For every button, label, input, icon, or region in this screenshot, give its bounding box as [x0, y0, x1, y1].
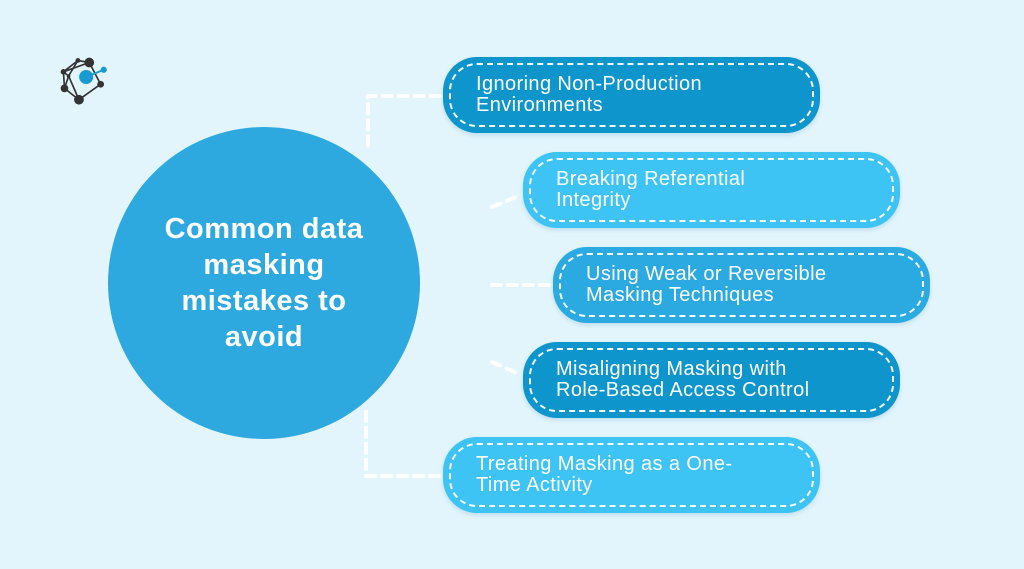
mistake-pill-5: Treating Masking as a One- Time Activity	[443, 437, 820, 513]
network-graph-logo-icon	[60, 57, 107, 105]
connector-to-mistake-5	[364, 410, 442, 478]
mistake-label-5: Treating Masking as a One- Time Activity	[476, 452, 733, 496]
central-topic-title: Common data masking mistakes to avoid	[164, 213, 364, 353]
mistake-pill-4: Misaligning Masking with Role-Based Acce…	[523, 342, 900, 418]
mistake-label-2: Breaking Referential Integrity	[556, 167, 746, 211]
mistake-label-4: Misaligning Masking with Role-Based Acce…	[556, 357, 810, 401]
connector-to-mistake-1	[366, 94, 442, 147]
mistake-pill-3: Using Weak or Reversible Masking Techniq…	[553, 247, 930, 323]
mistake-label-3: Using Weak or Reversible Masking Techniq…	[586, 262, 827, 306]
central-topic-circle: Common data masking mistakes to avoid	[108, 127, 420, 439]
mistake-label-1: Ignoring Non-Production Environments	[476, 72, 702, 116]
connector-to-mistake-2	[490, 193, 523, 209]
mistake-pill-1: Ignoring Non-Production Environments	[443, 57, 820, 133]
mistake-pill-2: Breaking Referential Integrity	[523, 152, 900, 228]
connector-to-mistake-4	[490, 360, 523, 377]
